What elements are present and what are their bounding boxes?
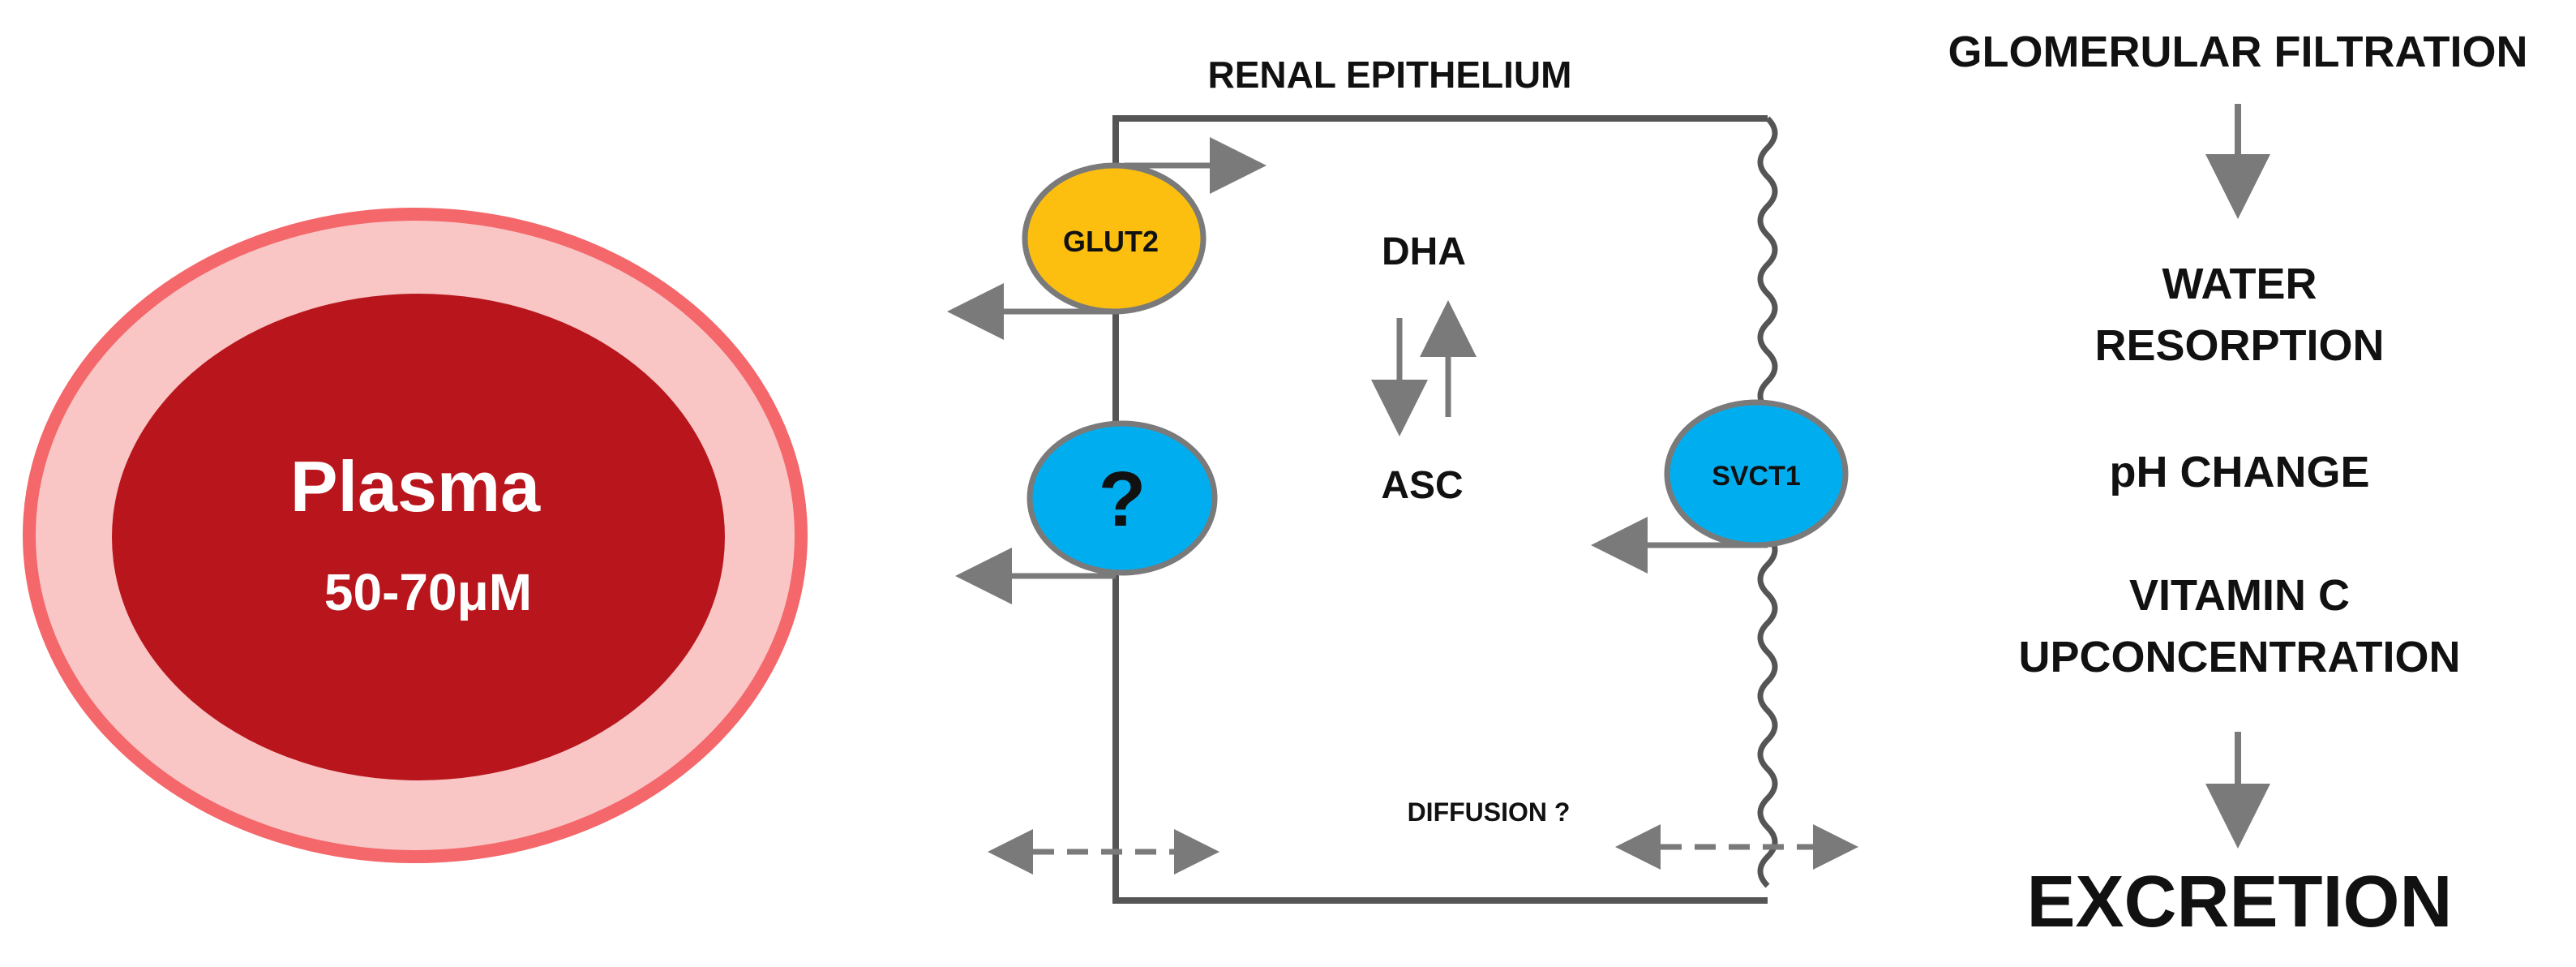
unknown-transporter-oval (1027, 420, 1218, 576)
asc-label: ASC (1381, 464, 1463, 507)
svct1-oval (1664, 399, 1849, 548)
glut2-transporter: GLUT2 (947, 137, 1267, 340)
svct1-transporter: SVCT1 (1591, 399, 1849, 574)
step-excretion: EXCRETION (2026, 862, 2452, 943)
glut2-label: GLUT2 (1063, 225, 1159, 258)
step-vitamin-c-line1: VITAMIN C (2129, 571, 2350, 620)
step-glomerular-filtration: GLOMERULAR FILTRATION (1948, 28, 2528, 76)
step-water-line1: WATER (2162, 260, 2317, 308)
plasma-concentration: 50-70μM (324, 563, 532, 621)
step-vitamin-c-line2: UPCONCENTRATION (2019, 633, 2461, 681)
plasma-title: Plasma (290, 446, 541, 526)
epithelium-title: RENAL EPITHELIUM (1208, 54, 1572, 96)
plasma-vessel: Plasma 50-70μM (23, 208, 808, 863)
brush-border-lower (1757, 533, 1778, 888)
glut2-oval (1022, 162, 1207, 315)
dha-label: DHA (1382, 230, 1466, 273)
renal-epithelium-cell: RENAL EPITHELIUM GLUT2 ? SVCT1 DHA (947, 54, 1858, 904)
renal-process-column: GLOMERULAR FILTRATION WATER RESORPTION p… (1948, 28, 2528, 943)
unknown-transporter-label: ? (1099, 456, 1147, 543)
unknown-transporter: ? (955, 420, 1218, 604)
brush-border-upper (1757, 116, 1778, 442)
step-ph-change: pH CHANGE (2110, 448, 2370, 496)
diffusion-label: DIFFUSION ? (1408, 797, 1571, 827)
plasma-lumen (112, 294, 725, 780)
step-water-line2: RESORPTION (2094, 321, 2384, 370)
svct1-label: SVCT1 (1712, 461, 1801, 492)
